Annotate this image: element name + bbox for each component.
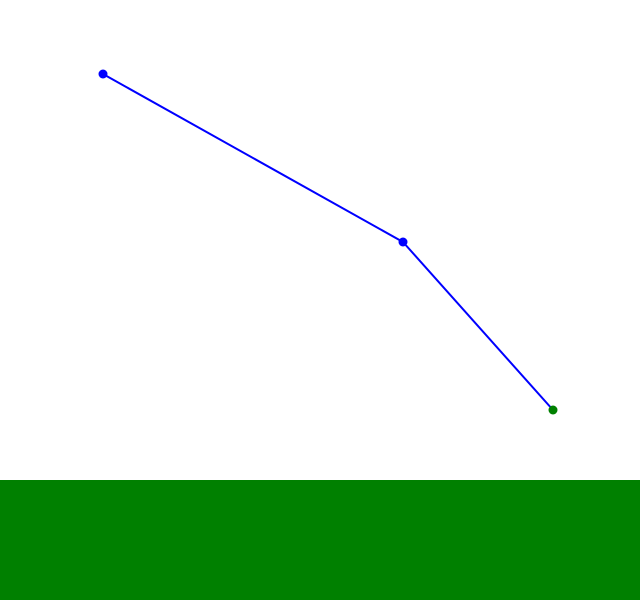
end-effector[interactable]: [548, 405, 558, 415]
elbow-joint[interactable]: [398, 237, 408, 247]
arm-segment-lower: [402, 241, 554, 411]
base-joint[interactable]: [98, 69, 108, 79]
ground: [0, 480, 640, 600]
arm-segment-upper: [102, 73, 404, 243]
